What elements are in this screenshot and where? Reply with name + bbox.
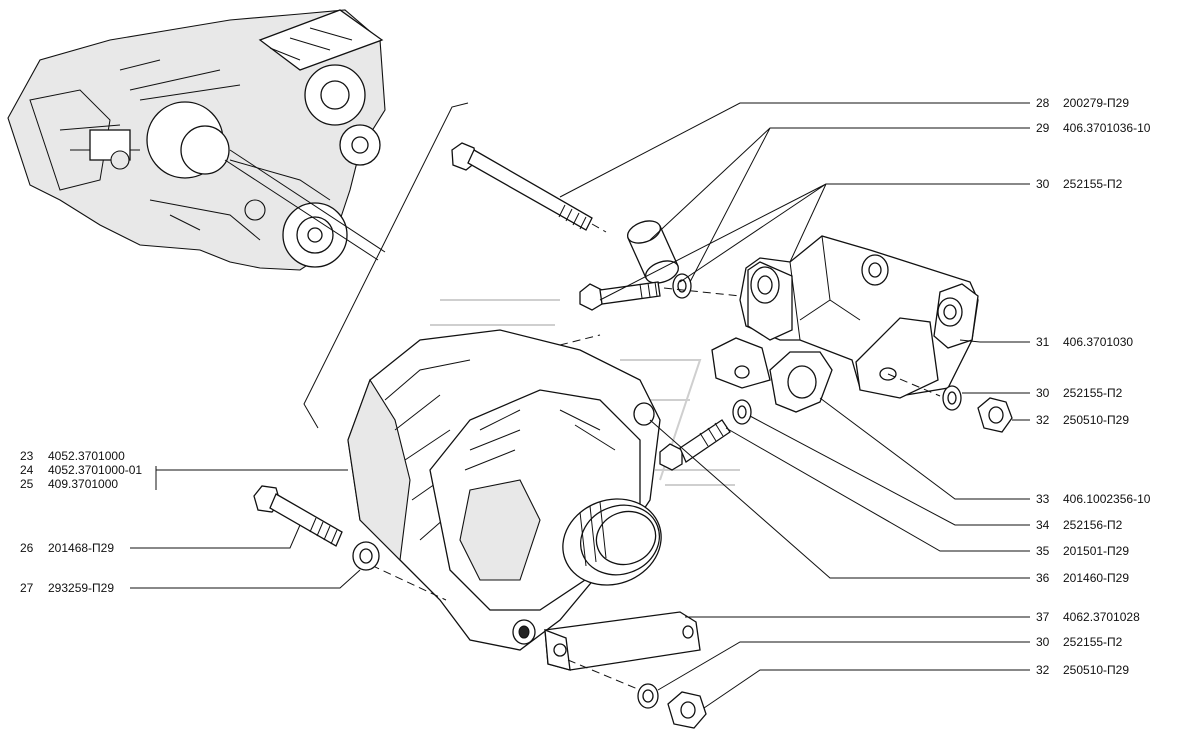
leader-lines-left [130, 466, 361, 589]
bolt-26 [253, 485, 343, 547]
callout-23-code: 4052.3701000 [48, 449, 125, 463]
callout-34-num: 34 [1036, 518, 1050, 532]
strap-37 [544, 611, 701, 671]
callout-24-code: 4052.3701000-01 [48, 463, 142, 477]
callout-30c-code: 252155-П2 [1063, 635, 1123, 649]
callout-30b-num: 30 [1036, 386, 1050, 400]
callout-37-code: 4062.3701028 [1063, 610, 1140, 624]
bushing-29 [627, 220, 679, 284]
callout-35-code: 201501-П29 [1063, 544, 1129, 558]
callout-29-code: 406.3701036-10 [1063, 121, 1151, 135]
callout-34-code: 252156-П2 [1063, 518, 1123, 532]
leader-lines [559, 102, 1030, 709]
callout-29-num: 29 [1036, 121, 1050, 135]
callout-30b-code: 252155-П2 [1063, 386, 1123, 400]
callout-25-code: 409.3701000 [48, 477, 118, 491]
callout-30a-num: 30 [1036, 177, 1050, 191]
callout-26-num: 26 [20, 541, 34, 555]
callout-30c-num: 30 [1036, 635, 1050, 649]
small-plate [711, 337, 771, 389]
engine-overview-illustration [7, 9, 386, 271]
callout-37-num: 37 [1036, 610, 1050, 624]
callout-32b-num: 32 [1036, 663, 1050, 677]
callout-25-num: 25 [20, 477, 34, 491]
bolt-28 [451, 142, 607, 233]
callouts-left: 23 4052.3701000 24 4052.3701000-01 25 40… [20, 449, 142, 595]
callout-26-code: 201468-П29 [48, 541, 114, 555]
callout-32a-num: 32 [1036, 413, 1050, 427]
callout-27-code: 293259-П29 [48, 581, 114, 595]
callout-31-num: 31 [1036, 335, 1050, 349]
callout-27-num: 27 [20, 581, 34, 595]
bracket-31 [739, 235, 979, 399]
callout-23-num: 23 [20, 449, 34, 463]
callout-28-code: 200279-П29 [1063, 96, 1129, 110]
callout-30a-code: 252155-П2 [1063, 177, 1123, 191]
callouts-right: 28 200279-П29 29 406.3701036-10 30 25215… [1036, 96, 1151, 677]
callout-24-num: 24 [20, 463, 34, 477]
callout-36-num: 36 [1036, 571, 1050, 585]
callout-32b-code: 250510-П29 [1063, 663, 1129, 677]
callout-35-num: 35 [1036, 544, 1050, 558]
overview-link-line [303, 102, 469, 429]
callout-33-code: 406.1002356-10 [1063, 492, 1151, 506]
alternator-23 [347, 329, 662, 651]
nut-32-bottom [667, 691, 707, 729]
nut-32-right [977, 397, 1013, 433]
callout-31-code: 406.3701030 [1063, 335, 1133, 349]
callout-33-num: 33 [1036, 492, 1050, 506]
callout-32a-code: 250510-П29 [1063, 413, 1129, 427]
spacer-plate-33 [769, 351, 833, 413]
bolt-short-upper [579, 281, 741, 311]
bolt-35 [659, 419, 731, 471]
callout-28-num: 28 [1036, 96, 1050, 110]
callout-36-code: 201460-П29 [1063, 571, 1129, 585]
